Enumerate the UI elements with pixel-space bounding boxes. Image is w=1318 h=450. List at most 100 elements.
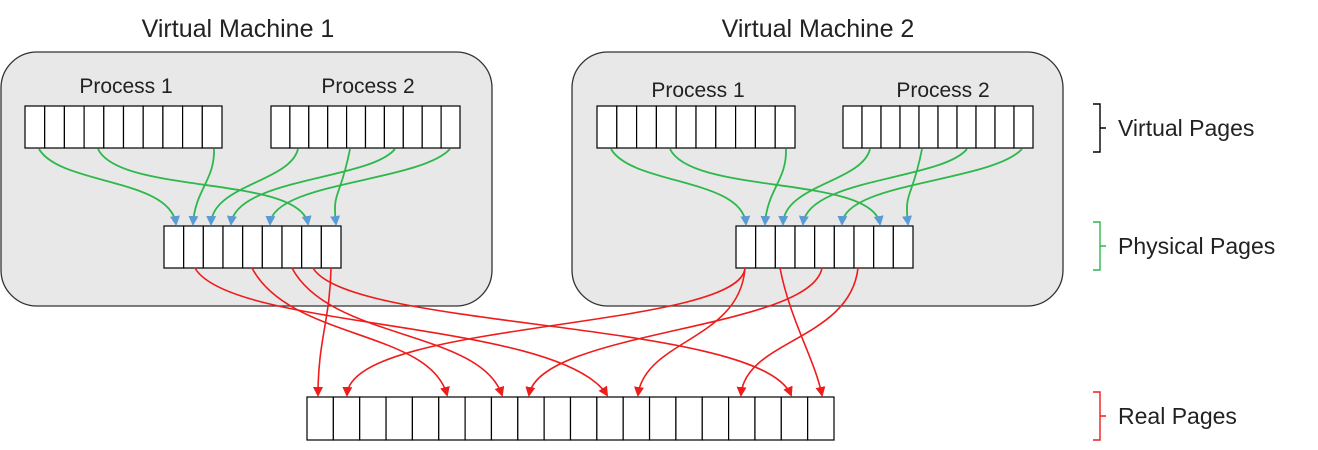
page-cell [569, 396, 598, 441]
page-cell [596, 105, 618, 149]
page-cell [861, 105, 882, 149]
vm2-physical-pages [735, 225, 914, 269]
page-cell [270, 105, 291, 149]
page-cell [918, 105, 939, 149]
page-cell [320, 225, 342, 269]
vm1-physical-pages [163, 225, 342, 269]
physical-pages-bracket [1093, 221, 1106, 271]
page-cell [517, 396, 545, 441]
vm1-process1-virtual-pages [24, 105, 223, 149]
vm1-mapping-arrow [226, 148, 396, 226]
page-cell [616, 105, 638, 149]
page-cell [306, 396, 334, 441]
page-cell [675, 105, 697, 149]
vm2-process1-virtual-pages [596, 105, 796, 149]
page-cell [994, 105, 1015, 149]
page-cell [853, 225, 875, 269]
vm1-title: Virtual Machine 1 [142, 15, 335, 43]
vm2-real-arrow [525, 267, 823, 397]
vm1-process2-label: Process 2 [321, 75, 414, 98]
page-cell [364, 105, 385, 149]
vm1-real-arrow [313, 267, 332, 397]
page-cell [411, 396, 440, 441]
vm2-mapping-arrow [610, 148, 751, 226]
page-cell [937, 105, 958, 149]
page-cell [695, 105, 717, 149]
page-cell [163, 225, 185, 269]
page-cell [975, 105, 996, 149]
vm2-process1-label: Process 1 [651, 79, 744, 102]
page-cell [635, 105, 657, 149]
page-cell [842, 105, 863, 149]
physical-pages-label: Physical Pages [1118, 233, 1275, 259]
page-cell [648, 396, 677, 441]
vm2-mapping-arrow [778, 148, 871, 226]
page-cell [103, 105, 125, 149]
vm2-virtual-to-physical-arrows [610, 148, 1023, 226]
page-cell [261, 225, 283, 269]
vm2-real-arrow [634, 267, 746, 397]
real-pages [306, 396, 835, 441]
page-cell [701, 396, 730, 441]
page-cell [182, 105, 203, 149]
page-cell [383, 105, 404, 149]
page-cell [281, 225, 303, 269]
page-cell [440, 105, 461, 149]
vm1-mapping-arrow [330, 148, 351, 226]
vm2-mapping-arrow [798, 148, 968, 226]
vm2-real-arrow [779, 267, 826, 397]
vm2-real-arrow [342, 267, 746, 397]
page-cell [814, 225, 835, 269]
page-cell [359, 396, 387, 441]
vm1-process1-label: Process 1 [79, 75, 172, 98]
page-cell [774, 105, 796, 149]
page-cell [122, 105, 144, 149]
vm1-mapping-arrow [188, 148, 215, 226]
virtual-pages-bracket [1093, 103, 1106, 153]
page-cell [242, 225, 263, 269]
real-pages-label: Real Pages [1118, 403, 1237, 429]
page-cell [780, 396, 809, 441]
page-cell [222, 225, 244, 269]
vm1-virtual-to-physical-arrows [38, 148, 451, 226]
vm2-real-arrow [736, 267, 859, 397]
page-cell [715, 105, 737, 149]
page-cell [24, 105, 46, 149]
page-cell [438, 396, 466, 441]
page-cell [201, 105, 223, 149]
page-cell [596, 396, 624, 441]
page-cell [655, 105, 677, 149]
page-cell [162, 105, 184, 149]
vm1-mapping-arrow [38, 148, 180, 226]
vm2-mapping-arrow [837, 148, 1023, 226]
page-cell [727, 396, 756, 441]
page-cell [421, 105, 442, 149]
page-cell [675, 396, 703, 441]
vm1-real-arrow [194, 267, 609, 397]
page-cell [402, 105, 423, 149]
page-cell [755, 225, 776, 269]
page-cell [956, 105, 977, 149]
vm1-real-arrow [312, 267, 793, 397]
page-cell [464, 396, 493, 441]
page-cell [734, 105, 756, 149]
page-cell [873, 225, 894, 269]
page-cell [892, 225, 914, 269]
page-cell [774, 225, 796, 269]
page-cell [1013, 105, 1034, 149]
page-cell [543, 396, 572, 441]
vm2-mapping-arrow [669, 148, 884, 226]
page-cell [622, 396, 651, 441]
vm2-process2-label: Process 2 [896, 79, 989, 102]
page-cell [83, 105, 105, 149]
page-cell [289, 105, 310, 149]
real-pages-bracket [1093, 391, 1106, 441]
page-cell [794, 225, 816, 269]
vm1-mapping-arrow [265, 148, 451, 226]
page-cell [735, 225, 757, 269]
vm2-mapping-arrow [902, 148, 923, 226]
vm1-process2-virtual-pages [270, 105, 461, 149]
page-cell [327, 105, 348, 149]
page-cell [44, 105, 66, 149]
